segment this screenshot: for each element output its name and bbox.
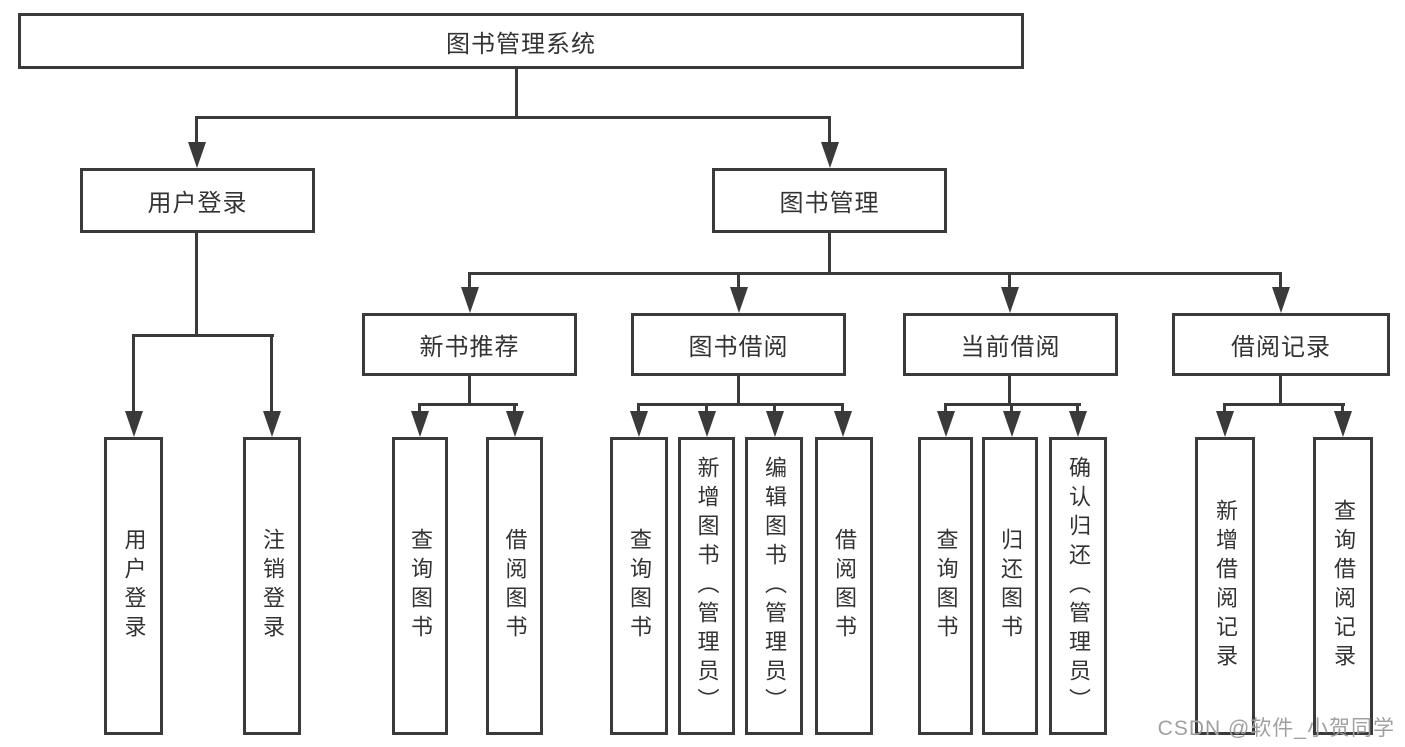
connector-line	[637, 403, 640, 413]
connector-line	[418, 403, 421, 413]
leaf-bb-add-books: 新增图书（管理员）	[678, 437, 735, 735]
connector-line	[1010, 403, 1013, 413]
arrow-down-icon	[1003, 411, 1021, 437]
arrow-down-icon	[188, 142, 206, 168]
connector-line	[1008, 374, 1011, 405]
arrow-down-icon	[730, 287, 748, 313]
arrow-down-icon	[263, 411, 281, 437]
connector-line	[1008, 272, 1011, 289]
connector-line	[1076, 403, 1079, 413]
connector-line	[132, 334, 274, 337]
node-user-login: 用户登录	[80, 168, 315, 233]
leaf-cb-confirm-return: 确认归还（管理员）	[1049, 437, 1107, 735]
arrow-down-icon	[766, 411, 784, 437]
arrow-down-icon	[630, 411, 648, 437]
node-new-book-recommend: 新书推荐	[362, 313, 577, 376]
connector-line	[468, 272, 1282, 275]
node-borrow-records: 借阅记录	[1172, 313, 1390, 376]
connector-line	[418, 403, 518, 406]
connector-line	[468, 272, 471, 289]
connector-line	[468, 374, 471, 405]
connector-line	[773, 403, 776, 413]
arrow-down-icon	[1001, 287, 1019, 313]
leaf-cb-return-books: 归还图书	[982, 437, 1038, 735]
node-root: 图书管理系统	[18, 13, 1024, 69]
arrow-down-icon	[698, 411, 716, 437]
connector-line	[1341, 403, 1344, 413]
leaf-cb-query-books: 查询图书	[918, 437, 973, 735]
arrow-down-icon	[821, 142, 839, 168]
connector-line	[1279, 374, 1282, 405]
connector-line	[1223, 403, 1226, 413]
leaf-nbr-query-books: 查询图书	[392, 437, 448, 735]
arrow-down-icon	[1334, 411, 1352, 437]
connector-line	[841, 403, 844, 413]
connector-line	[515, 69, 518, 117]
connector-line	[737, 272, 740, 289]
connector-line	[637, 403, 844, 406]
node-current-borrow: 当前借阅	[903, 313, 1118, 376]
connector-line	[1279, 272, 1282, 289]
connector-line	[828, 116, 831, 146]
connector-line	[270, 334, 273, 414]
leaf-bb-query-books: 查询图书	[610, 437, 668, 735]
leaf-br-query-record: 查询借阅记录	[1313, 437, 1373, 735]
leaf-user-login: 用户登录	[104, 437, 163, 735]
node-book-borrow: 图书借阅	[631, 313, 846, 376]
csdn-watermark: CSDN @软件_小贺同学	[1157, 717, 1395, 740]
connector-line	[195, 116, 831, 119]
connector-line	[513, 403, 516, 413]
connector-line	[132, 334, 135, 414]
connector-line	[705, 403, 708, 413]
arrow-down-icon	[834, 411, 852, 437]
leaf-nbr-borrow-books: 借阅图书	[486, 437, 543, 735]
arrow-down-icon	[506, 411, 524, 437]
connector-line	[944, 403, 947, 413]
arrow-down-icon	[411, 411, 429, 437]
leaf-bb-borrow-books: 借阅图书	[815, 437, 873, 735]
leaf-bb-edit-books: 编辑图书（管理员）	[745, 437, 803, 735]
arrow-down-icon	[1272, 287, 1290, 313]
connector-line	[737, 374, 740, 405]
arrow-down-icon	[125, 411, 143, 437]
arrow-down-icon	[1069, 411, 1087, 437]
arrow-down-icon	[461, 287, 479, 313]
connector-line	[195, 116, 198, 146]
connector-line	[1223, 403, 1345, 406]
leaf-logout: 注销登录	[243, 437, 301, 735]
connector-line	[195, 231, 198, 337]
arrow-down-icon	[937, 411, 955, 437]
node-book-management: 图书管理	[712, 168, 947, 233]
arrow-down-icon	[1216, 411, 1234, 437]
connector-line	[828, 231, 831, 274]
leaf-br-add-record: 新增借阅记录	[1195, 437, 1255, 735]
